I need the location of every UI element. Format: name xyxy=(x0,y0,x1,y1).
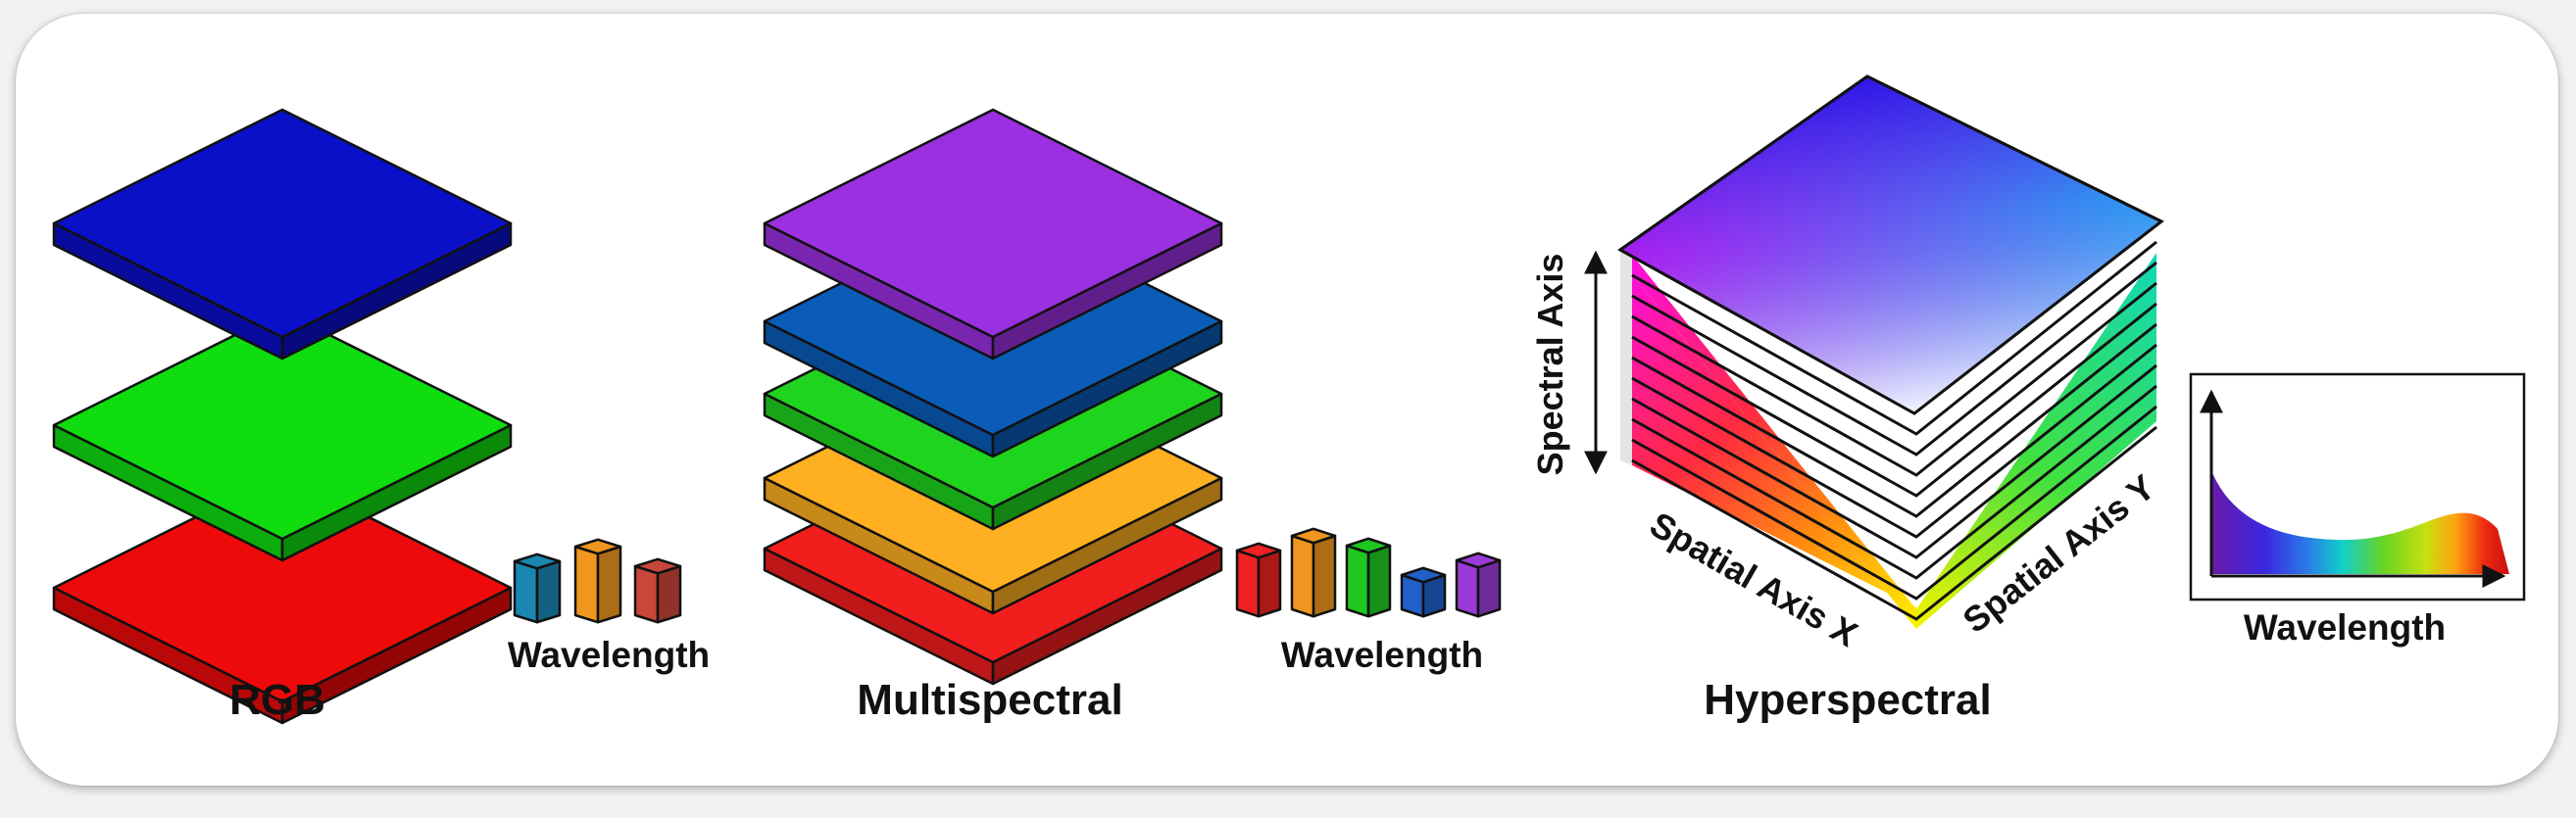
multispectral-wavelength-bar-4 xyxy=(1400,566,1447,618)
spectrum-curve xyxy=(2211,470,2509,574)
hyperspectral-layer-edge-8 xyxy=(1631,384,2157,580)
hyperspectral-layer-edge-10 xyxy=(1631,425,2157,621)
rgb-wavelength-bar-1 xyxy=(513,553,562,624)
multispectral-layer-1 xyxy=(763,108,1223,361)
rgb-wavelength-bars xyxy=(513,538,682,624)
spectrum-plot xyxy=(2189,372,2526,601)
rgb-layer-1 xyxy=(52,108,513,361)
rgb-title: RGB xyxy=(229,676,325,724)
hyperspectral-layer-edges xyxy=(1631,240,2157,621)
rgb-layer-3 xyxy=(52,472,513,725)
hyperspectral-layer-edge-3 xyxy=(1631,281,2157,477)
hyperspectral-layer-edge-2 xyxy=(1631,261,2157,457)
multispectral-wavelength-bars xyxy=(1235,527,1502,618)
spectral-axis-label: Spectral Axis xyxy=(1530,254,1570,476)
hyperspectral-layer-edge-9 xyxy=(1631,405,2157,601)
hyperspectral-layer-edge-5 xyxy=(1631,322,2157,518)
rgb-layer-2 xyxy=(52,310,513,562)
multispectral-wavelength-bar-1 xyxy=(1235,542,1282,618)
hyperspectral-layer-edge-7 xyxy=(1631,363,2157,559)
multispectral-layer-stack xyxy=(763,108,1223,686)
hyperspectral-title: Hyperspectral xyxy=(1704,676,1992,724)
multispectral-wavelength-bar-3 xyxy=(1345,537,1392,618)
hyperspectral-cube xyxy=(1617,74,2164,629)
rgb-wavelength-label: Wavelength xyxy=(507,635,711,675)
rgb-wavelength-bar-2 xyxy=(573,538,622,624)
multispectral-wavelength-label: Wavelength xyxy=(1280,635,1484,675)
spectrum-wavelength-label: Wavelength xyxy=(2243,607,2447,648)
rgb-wavelength-bar-3 xyxy=(633,557,682,624)
hyperspectral-layer-edge-1 xyxy=(1631,240,2157,436)
multispectral-title: Multispectral xyxy=(857,676,1123,724)
hyperspectral-layer-edge-4 xyxy=(1631,302,2157,498)
hyperspectral-layer-edge-6 xyxy=(1631,343,2157,539)
multispectral-wavelength-bar-2 xyxy=(1290,527,1337,618)
rgb-layer-stack xyxy=(52,108,513,725)
multispectral-wavelength-bar-5 xyxy=(1455,552,1502,618)
